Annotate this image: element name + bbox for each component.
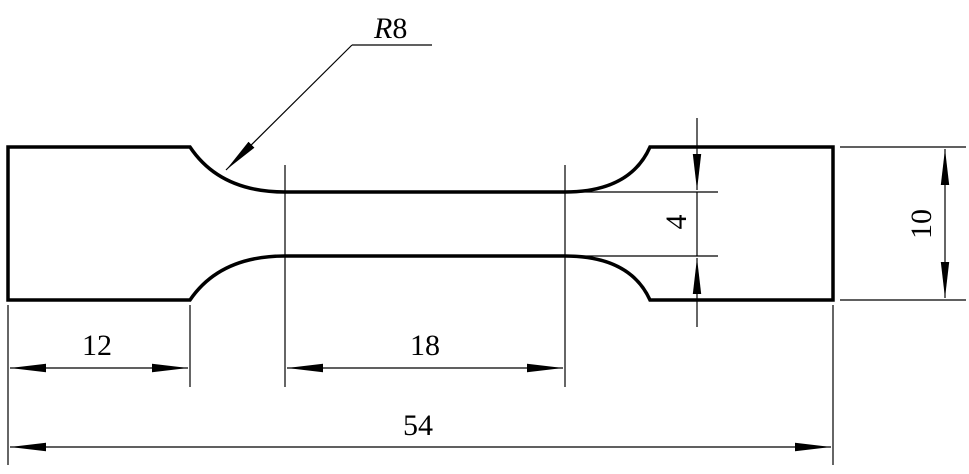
dim-label-grip-length: 12 bbox=[82, 329, 112, 362]
radius-leader-line bbox=[225, 44, 353, 171]
radius-prefix: R bbox=[373, 12, 392, 45]
dim-label-grip-width: 10 bbox=[905, 209, 938, 239]
dim-label-gauge-length: 18 bbox=[410, 329, 440, 362]
dim-label-total-length: 54 bbox=[403, 409, 433, 442]
extension-lines bbox=[7, 146, 966, 465]
specimen-outline bbox=[6, 145, 835, 302]
dim-label-radius: R8 bbox=[373, 12, 407, 45]
radius-value: 8 bbox=[392, 12, 407, 45]
dim-label-gauge-width: 4 bbox=[660, 215, 693, 230]
